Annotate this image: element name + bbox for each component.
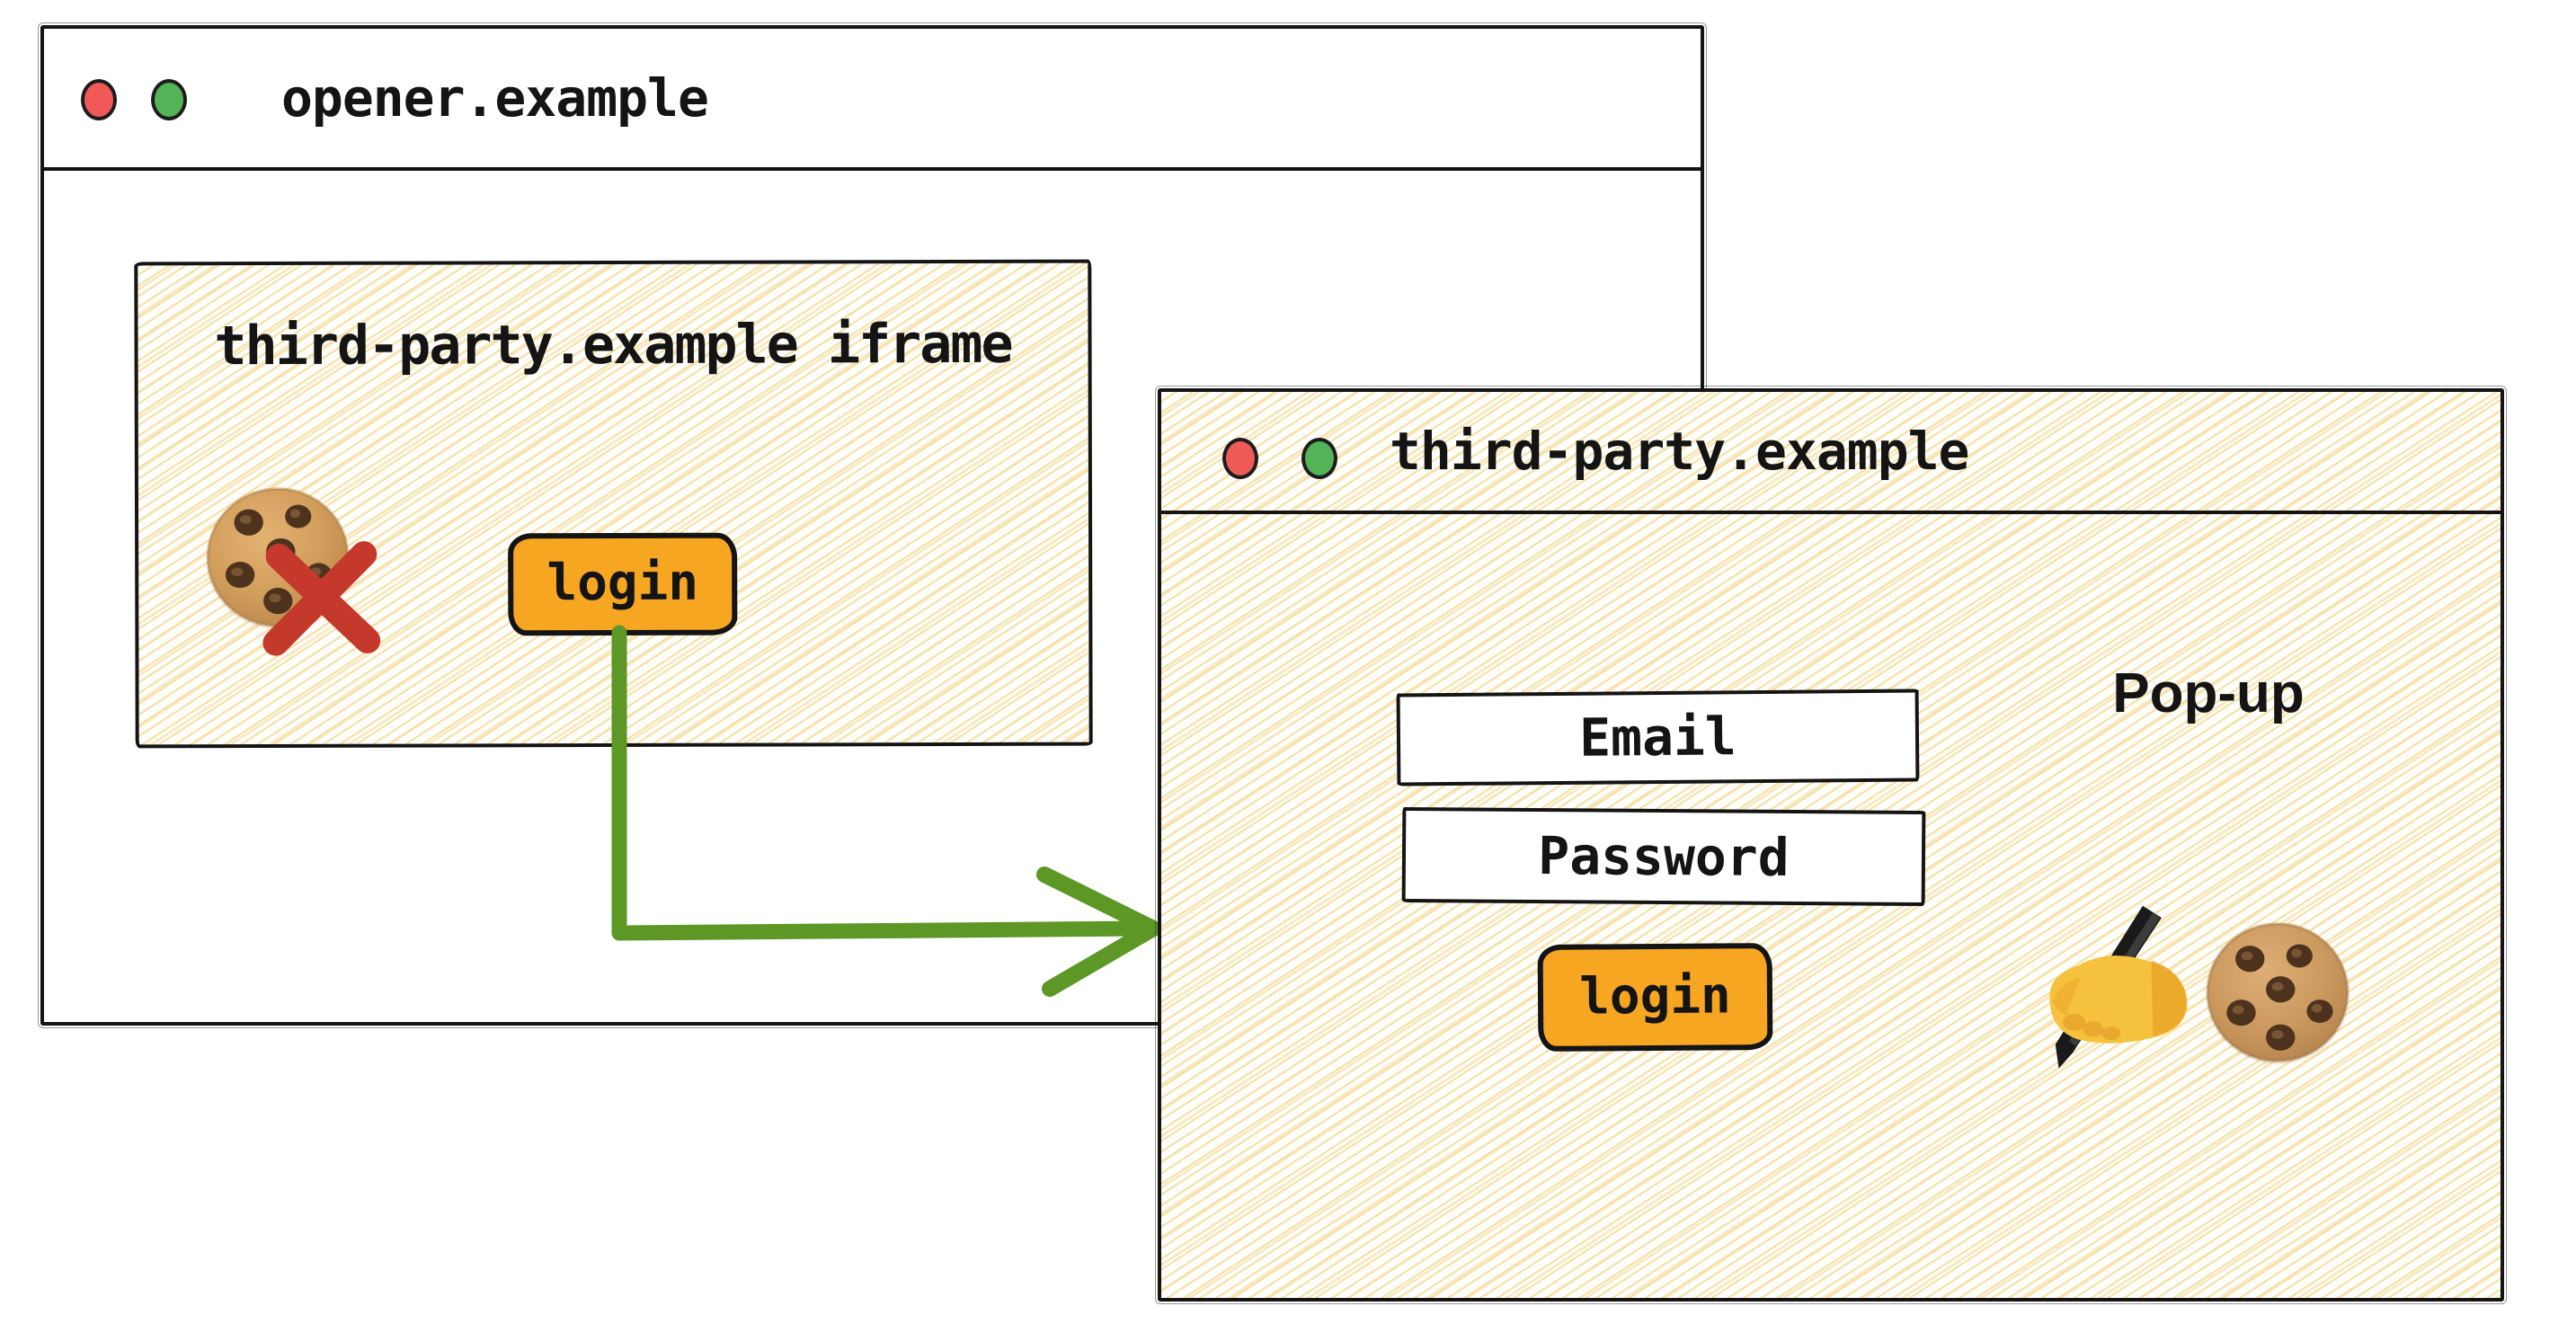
opener-titlebar: opener.example <box>44 29 1701 171</box>
popup-login-button[interactable]: login <box>1537 943 1773 1052</box>
red-traffic-light-icon[interactable] <box>1222 438 1258 479</box>
popup-window: third-party.example Email Password login… <box>1155 386 2507 1304</box>
writing-hand-icon <box>2022 901 2207 1080</box>
password-field[interactable]: Password <box>1401 806 1926 907</box>
green-traffic-light-icon[interactable] <box>151 79 187 120</box>
iframe-login-button[interactable]: login <box>508 532 738 636</box>
cookie-icon <box>2202 920 2353 1065</box>
blocked-cross-icon <box>254 539 389 658</box>
green-traffic-light-icon[interactable] <box>1301 438 1337 479</box>
popup-window-title: third-party.example <box>1390 421 1969 482</box>
email-field[interactable]: Email <box>1396 689 1920 786</box>
popup-annotation-label: Pop-up <box>2112 662 2305 724</box>
popup-titlebar: third-party.example <box>1161 392 2500 514</box>
iframe-label: third-party.example iframe <box>214 312 1012 378</box>
red-traffic-light-icon[interactable] <box>81 79 117 120</box>
third-party-iframe: third-party.example iframe <box>134 259 1093 749</box>
opener-window-title: opener.example <box>281 67 709 129</box>
